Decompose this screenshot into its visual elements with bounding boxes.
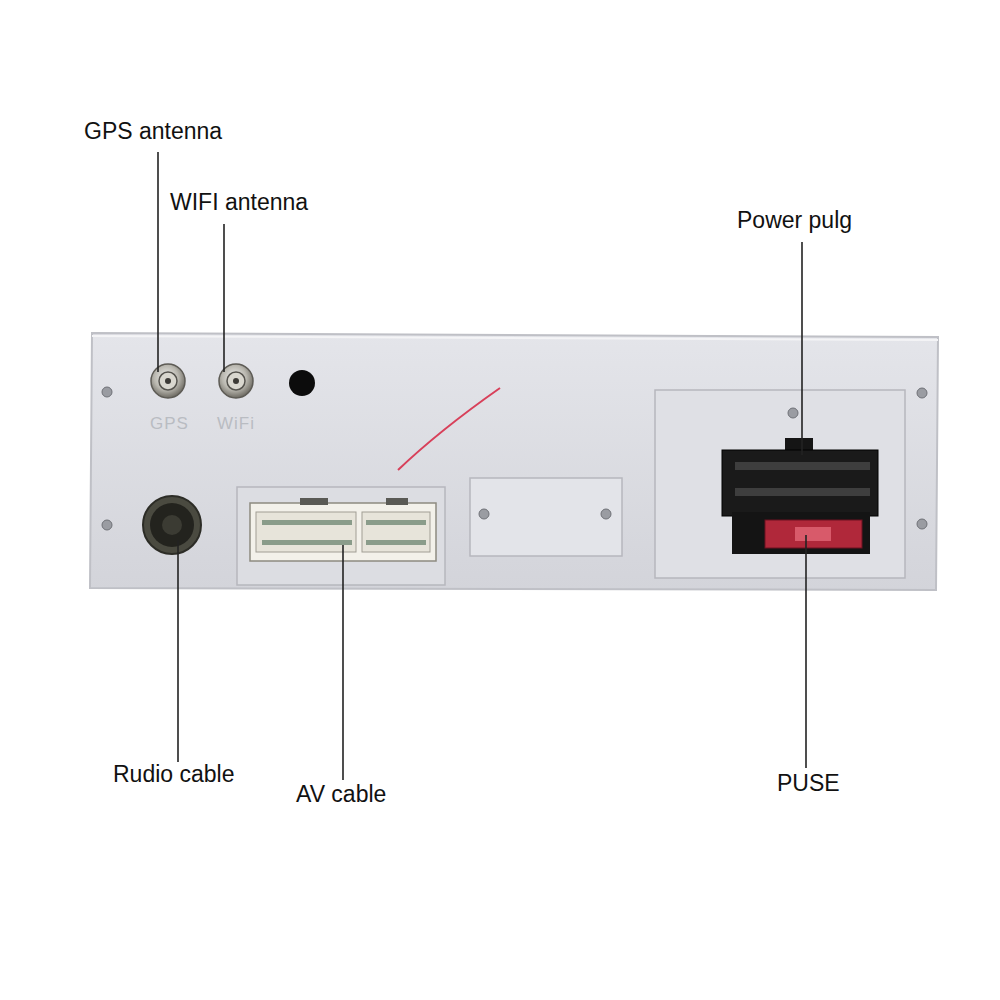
leader-lines	[158, 152, 806, 780]
callout-label: PUSE	[777, 772, 840, 795]
power-recess	[655, 390, 905, 578]
blank-plate	[470, 478, 622, 556]
callout-label: GPS antenna	[84, 120, 222, 143]
power-plug	[722, 438, 878, 554]
panel-marking: WiFi	[217, 415, 255, 432]
hole	[289, 370, 315, 396]
panel-marking: GPS	[150, 415, 189, 432]
callout-label: WIFI antenna	[170, 191, 308, 214]
callout-label: Rudio cable	[113, 763, 234, 786]
callout-label: Power pulg	[737, 209, 852, 232]
panel	[90, 333, 938, 590]
av-recess	[237, 487, 445, 585]
callout-label: AV cable	[296, 783, 386, 806]
pen-mark	[398, 388, 500, 470]
gps-connector	[151, 364, 185, 398]
radio-connector	[143, 496, 201, 554]
